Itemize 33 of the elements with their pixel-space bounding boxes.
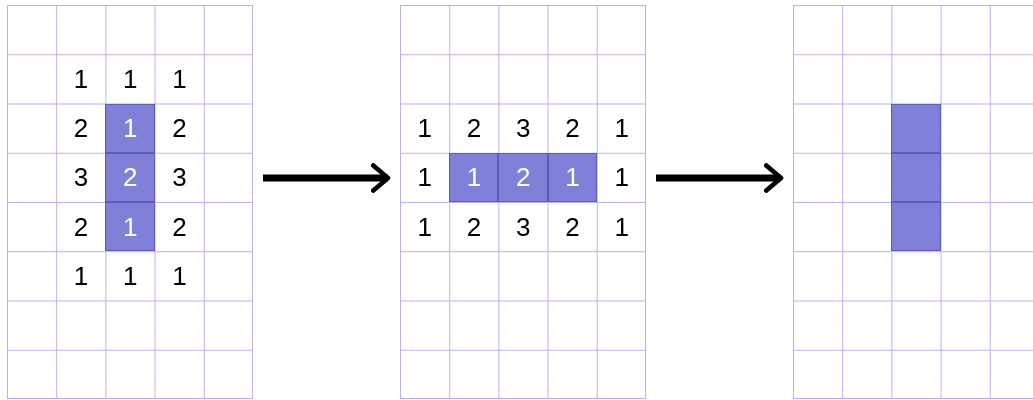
cell-number: 2 [172, 113, 187, 144]
cell-number: 1 [172, 260, 187, 291]
cell-number: 1 [614, 162, 629, 193]
cell-number: 3 [516, 211, 531, 242]
cell-number: 1 [73, 260, 89, 291]
cell-number: 1 [123, 113, 138, 144]
cell-number: 1 [466, 162, 482, 193]
cell-number: 1 [73, 63, 89, 94]
cell-number: 3 [172, 162, 187, 193]
cell-number: 1 [123, 260, 138, 291]
cell-number: 2 [516, 162, 531, 193]
cell-number: 2 [73, 113, 89, 144]
cell-number: 1 [417, 113, 433, 144]
cell-number: 2 [123, 162, 138, 193]
cell-number: 2 [565, 113, 580, 144]
grid [7, 5, 253, 399]
grid [400, 5, 646, 399]
cell-number: 2 [466, 113, 482, 144]
cell-number: 1 [417, 162, 433, 193]
cell-number: 3 [73, 162, 89, 193]
cell-number: 2 [466, 211, 482, 242]
cell-number: 1 [417, 211, 433, 242]
cell-number: 2 [73, 211, 89, 242]
cell-number: 1 [123, 211, 138, 242]
cell-number: 1 [614, 211, 629, 242]
cell-number: 1 [614, 113, 629, 144]
cell-number: 1 [172, 63, 187, 94]
cell-number: 1 [123, 63, 138, 94]
cell-number: 1 [565, 162, 580, 193]
cell-number: 3 [516, 113, 531, 144]
grid [793, 5, 1033, 399]
cell-number: 2 [172, 211, 187, 242]
cell-number: 2 [565, 211, 580, 242]
